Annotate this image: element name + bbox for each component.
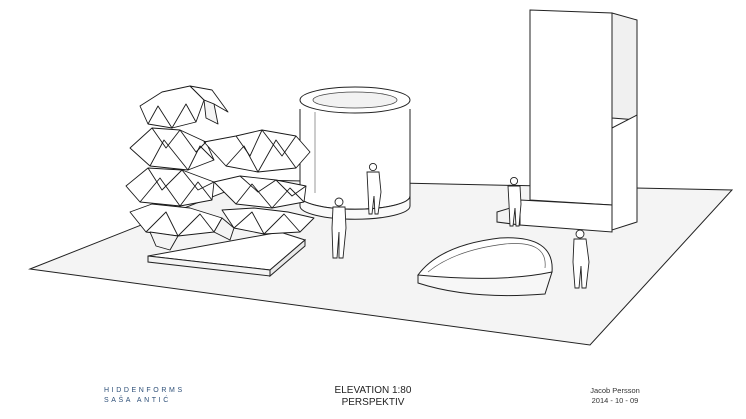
author-name: Jacob Persson [590, 386, 640, 395]
brand-line2: SAŠA ANTIĆ [104, 397, 171, 404]
figure-center [331, 197, 347, 259]
figure-near-wall [507, 176, 522, 227]
title-line2: PERSPEKTIV [341, 397, 405, 408]
author-block: Jacob Persson 2014 - 10 - 09 [580, 386, 650, 406]
brand-line1: HIDDENFORMS [104, 387, 185, 394]
title-line1: ELEVATION 1:80 [334, 385, 412, 396]
cylinder-pavilion [299, 86, 411, 220]
tall-wall-slab [496, 9, 638, 233]
low-platform [147, 231, 307, 278]
figure-in-cylinder [366, 162, 382, 215]
faceted-sculpture [125, 85, 315, 251]
figure-right [572, 229, 590, 289]
elliptical-bench [417, 237, 553, 297]
drawing-title: ELEVATION 1:80 PERSPEKTIV [300, 385, 446, 409]
drawing-date: 2014 - 10 - 09 [591, 396, 639, 405]
brand-logo: HIDDENFORMS SAŠA ANTIĆ [104, 386, 185, 406]
